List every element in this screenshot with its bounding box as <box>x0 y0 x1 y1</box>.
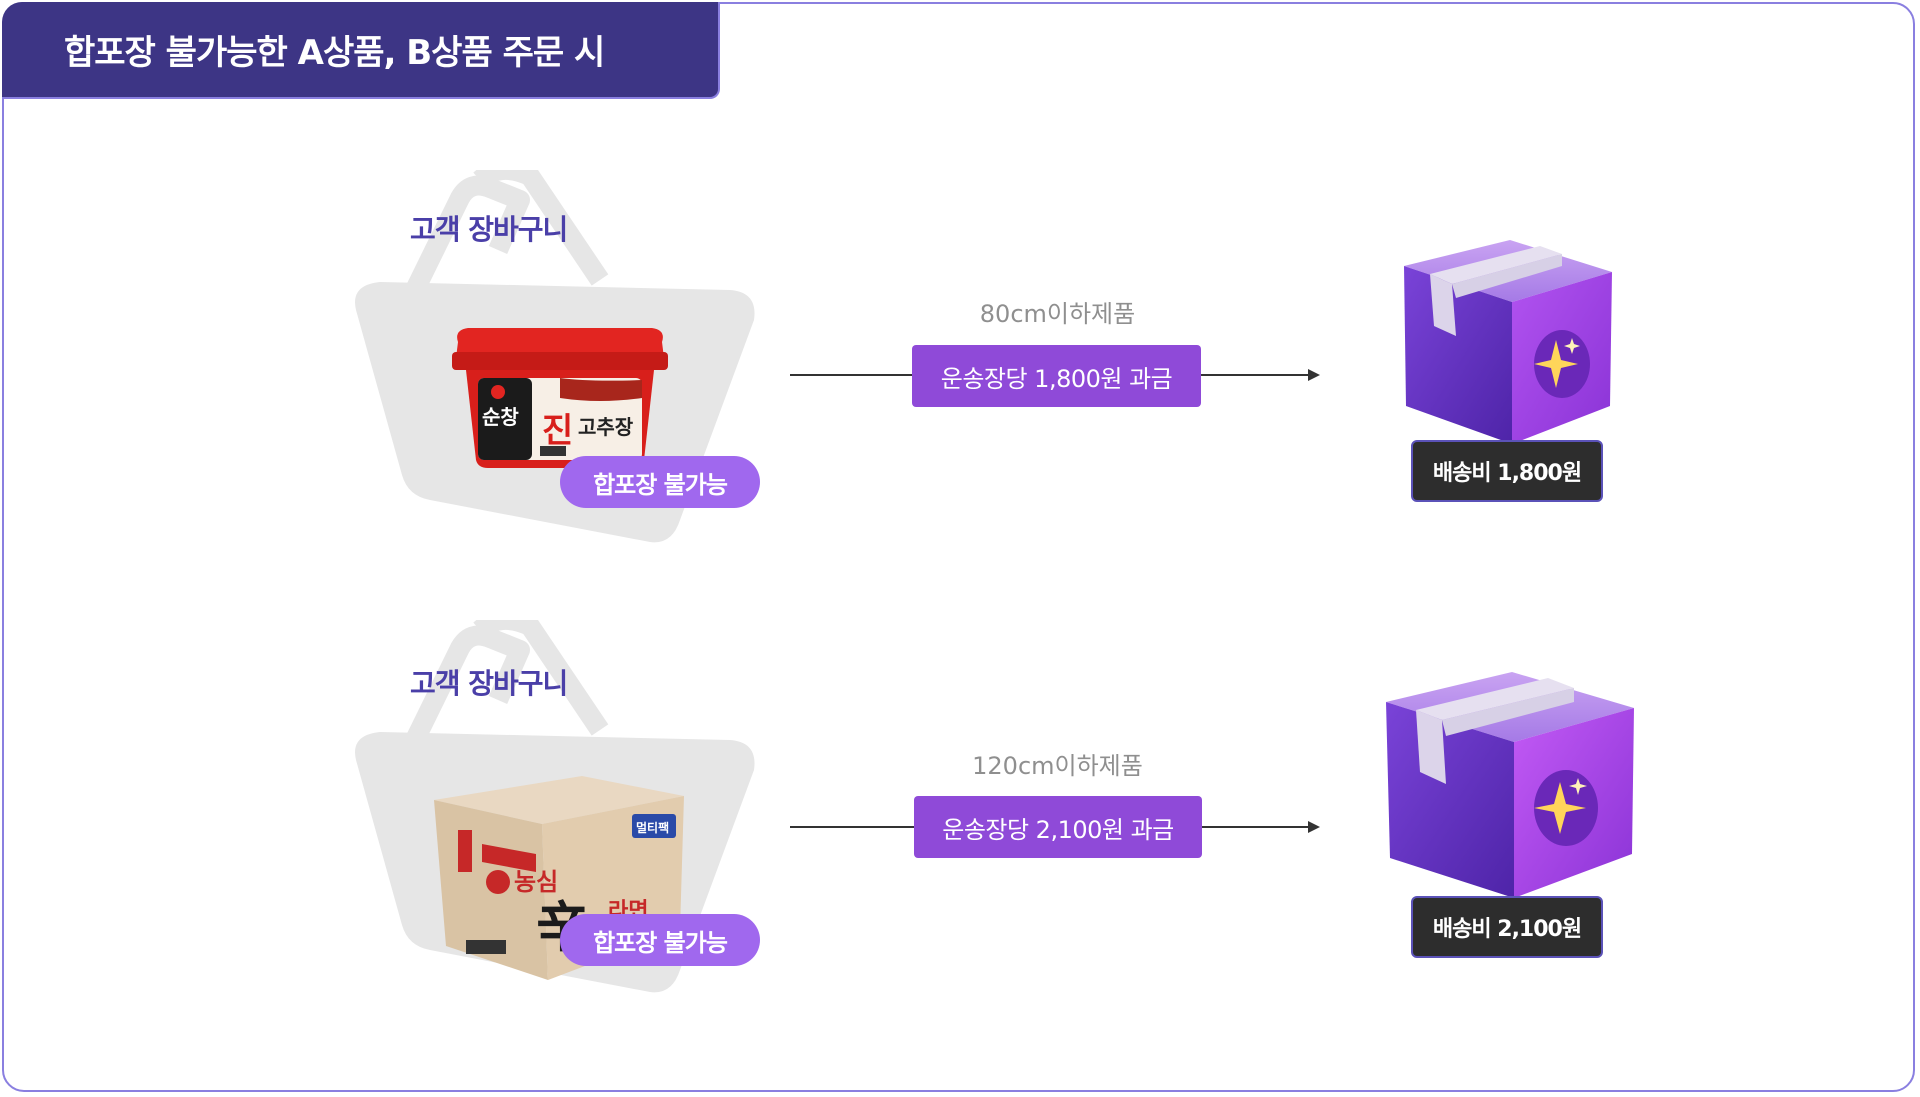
order-row-b: 고객 장바구니 농심 辛 라면 멀티팩 합포장 불가능 120cm이하제품 운송… <box>0 600 1920 1020</box>
gochujang-tub-icon: 순창 진 고추장 <box>452 328 668 468</box>
shipping-box-icon <box>1404 240 1612 444</box>
product-brand: 순창 <box>482 405 519 429</box>
product-name-big: 진 <box>542 411 573 451</box>
shipping-fee-tag: 배송비 2,100원 <box>1411 896 1603 958</box>
product-name: 고추장 <box>578 415 634 439</box>
order-row-a: 고객 장바구니 순창 진 고추장 합포장 불가능 80cm이하제품 운송장당 1… <box>0 150 1920 570</box>
product-tag: 멀티팩 <box>636 820 669 835</box>
shipping-fee-tag: 배송비 1,800원 <box>1411 440 1603 502</box>
basket-label: 고객 장바구니 <box>410 213 568 246</box>
size-limit-label: 120cm이하제품 <box>972 752 1143 780</box>
fee-box: 운송장당 1,800원 과금 <box>912 345 1201 407</box>
page-title: 합포장 불가능한 A상품, B상품 주문 시 <box>64 33 605 73</box>
fee-box: 운송장당 2,100원 과금 <box>914 796 1202 858</box>
shipping-box-icon <box>1386 672 1634 898</box>
no-combined-packing-badge: 합포장 불가능 <box>560 914 760 966</box>
title-tab: 합포장 불가능한 A상품, B상품 주문 시 <box>2 2 720 99</box>
basket-label: 고객 장바구니 <box>410 667 568 700</box>
size-limit-label: 80cm이하제품 <box>979 300 1136 328</box>
product-brand: 농심 <box>514 868 558 896</box>
no-combined-packing-badge: 합포장 불가능 <box>560 456 760 508</box>
arrow-head-icon <box>1308 821 1320 833</box>
arrow-head-icon <box>1308 369 1320 381</box>
